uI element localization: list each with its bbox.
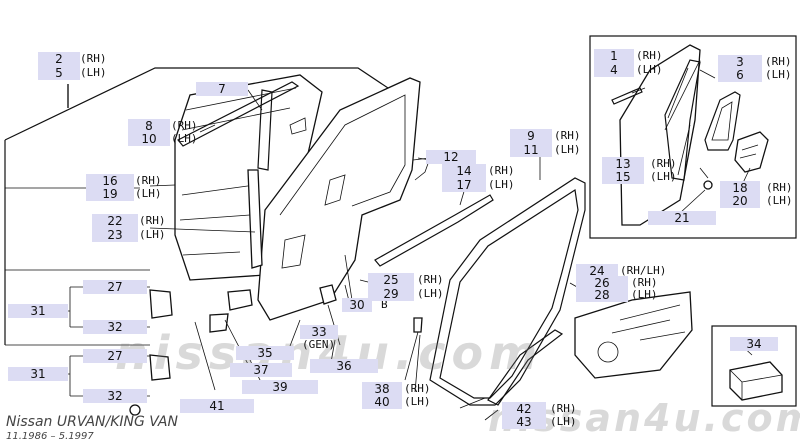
callout-16-side: (RH) — [135, 174, 162, 187]
callout-24[interactable]: 24 — [576, 264, 618, 278]
callout-30[interactable]: 30 — [342, 298, 372, 312]
callout-3-side: (RH) — [765, 55, 792, 68]
callout-28-side: (LH) — [631, 288, 658, 301]
callout-3[interactable]: 3 — [718, 55, 762, 69]
callout-38[interactable]: 38 — [362, 382, 402, 396]
callout-23[interactable]: 23 — [92, 228, 138, 242]
callout-9[interactable]: 9 — [510, 129, 552, 143]
callout-11[interactable]: 11 — [510, 143, 552, 157]
callout-29[interactable]: 29 — [368, 287, 414, 301]
callout-34[interactable]: 34 — [730, 337, 778, 351]
callout-23-side: (LH) — [139, 228, 166, 241]
callout-6[interactable]: 6 — [718, 68, 762, 82]
callout-7[interactable]: 7 — [196, 82, 248, 96]
callout-10[interactable]: 10 — [128, 132, 170, 146]
callout-18-side: (RH) — [766, 181, 793, 194]
callout-4-side: (LH) — [636, 63, 663, 76]
callout-31-lower[interactable]: 31 — [8, 367, 68, 381]
callout-8[interactable]: 8 — [128, 119, 170, 133]
callout-13[interactable]: 13 — [602, 157, 644, 171]
callout-15-side: (LH) — [650, 170, 677, 183]
callout-8-side: (RH) — [171, 119, 198, 132]
callout-31-upper[interactable]: 31 — [8, 304, 68, 318]
callout-27-upper[interactable]: 27 — [83, 280, 147, 294]
callout-5[interactable]: 5 — [38, 66, 80, 80]
callout-20[interactable]: 20 — [720, 194, 760, 208]
callout-39[interactable]: 39 — [242, 380, 318, 394]
callout-2[interactable]: 2 — [38, 52, 80, 66]
callout-19[interactable]: 19 — [86, 187, 134, 201]
callout-22[interactable]: 22 — [92, 214, 138, 228]
callout-11-side: (LH) — [554, 143, 581, 156]
callout-2-side: (RH) — [80, 52, 107, 65]
callout-27-lower[interactable]: 27 — [83, 349, 147, 363]
callout-20-side: (LH) — [766, 194, 793, 207]
callout-14[interactable]: 14 — [442, 164, 486, 178]
callout-40-side: (LH) — [404, 395, 431, 408]
callout-18[interactable]: 18 — [720, 181, 760, 195]
callout-32-lower[interactable]: 32 — [83, 389, 147, 403]
callout-43[interactable]: 43 — [502, 415, 546, 429]
callout-33[interactable]: 33 — [300, 325, 338, 339]
callout-42[interactable]: 42 — [502, 402, 546, 416]
callout-19-side: (LH) — [135, 187, 162, 200]
callout-22-side: (RH) — [139, 214, 166, 227]
callout-4[interactable]: 4 — [594, 63, 634, 77]
callout-26-side: (RH) — [631, 276, 658, 289]
callout-32-upper[interactable]: 32 — [83, 320, 147, 334]
callout-1-side: (RH) — [636, 49, 663, 62]
callout-37[interactable]: 37 — [230, 363, 292, 377]
callout-25[interactable]: 25 — [368, 273, 414, 287]
callout-12[interactable]: 12 — [426, 150, 476, 164]
callout-40[interactable]: 40 — [362, 395, 402, 409]
callout-43-side: (LH) — [550, 415, 577, 428]
callout-9-side: (RH) — [554, 129, 581, 142]
callout-24-side: (RH/LH) — [620, 264, 667, 277]
date-range: 11.1986 – 5.1997 — [6, 431, 94, 442]
callout-41[interactable]: 41 — [180, 399, 254, 413]
callout-35[interactable]: 35 — [236, 346, 294, 360]
callout-21[interactable]: 21 — [648, 211, 716, 225]
callout-28[interactable]: 28 — [576, 288, 628, 302]
callout-36[interactable]: 36 — [310, 359, 378, 373]
callout-10-side: (LH) — [171, 132, 198, 145]
callout-17-side: (LH) — [488, 178, 515, 191]
model-title: Nissan URVAN/KING VAN — [6, 414, 178, 430]
callout-33-side: (GEN) — [302, 338, 336, 351]
callout-14-side: (RH) — [488, 164, 515, 177]
callout-30-side: B — [381, 298, 388, 311]
callout-42-side: (RH) — [550, 402, 577, 415]
callout-38-side: (RH) — [404, 382, 431, 395]
callout-29-side: (LH) — [417, 287, 444, 300]
callout-16[interactable]: 16 — [86, 174, 134, 188]
callout-25-side: (RH) — [417, 273, 444, 286]
callout-15[interactable]: 15 — [602, 170, 644, 184]
callout-17[interactable]: 17 — [442, 178, 486, 192]
callout-5-side: (LH) — [80, 66, 107, 79]
callout-26[interactable]: 26 — [576, 276, 628, 290]
callout-1[interactable]: 1 — [594, 49, 634, 63]
callout-13-side: (RH) — [650, 157, 677, 170]
callout-6-side: (LH) — [765, 68, 792, 81]
